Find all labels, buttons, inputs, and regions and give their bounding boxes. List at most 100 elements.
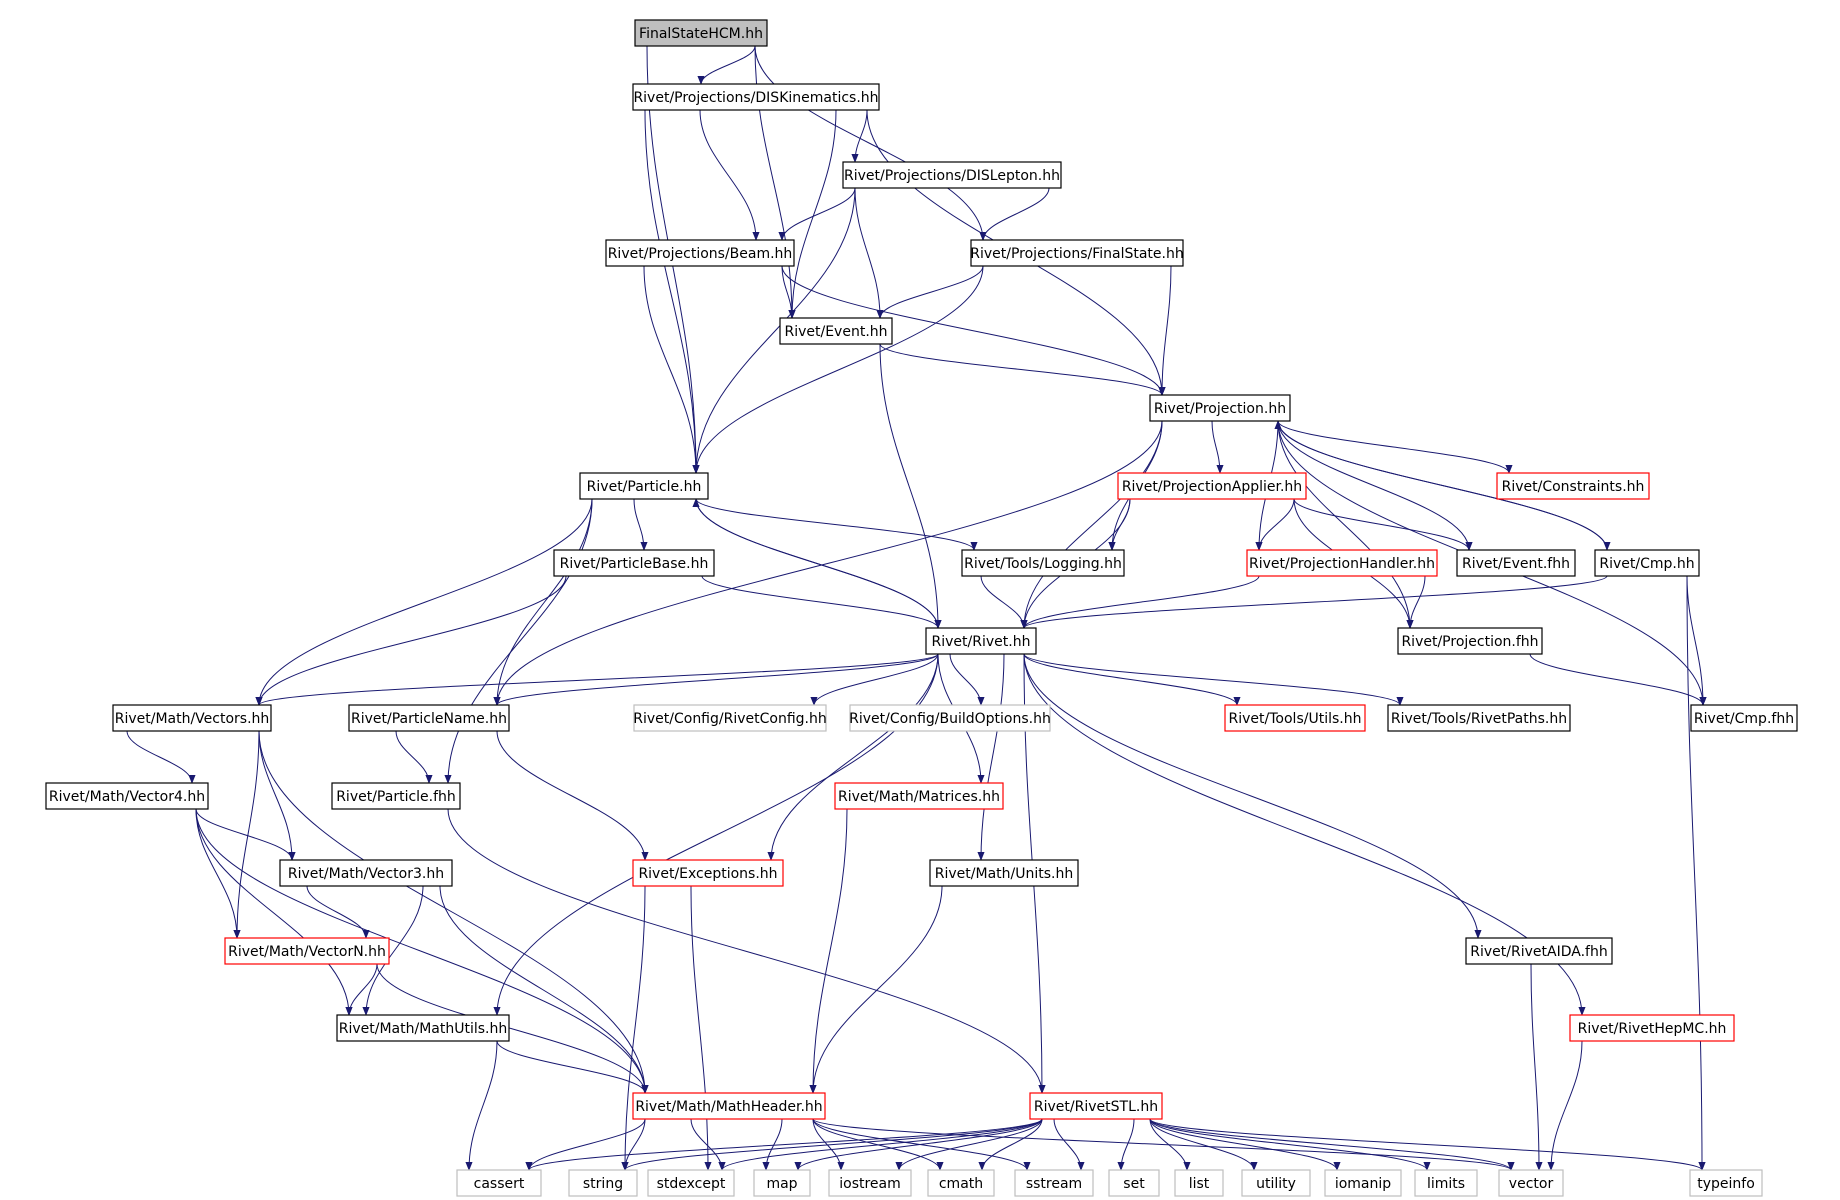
edge-Event-to-Rivet xyxy=(879,343,942,629)
node-Beam[interactable]: Rivet/Projections/Beam.hh xyxy=(605,239,795,267)
node-Logging[interactable]: Rivet/Tools/Logging.hh xyxy=(961,549,1125,577)
node-ProjectionApplier[interactable]: Rivet/ProjectionApplier.hh xyxy=(1117,472,1307,500)
node-label: limits xyxy=(1427,1176,1465,1192)
node-box xyxy=(925,627,1037,655)
node-Rivet[interactable]: Rivet/Rivet.hh xyxy=(925,627,1037,655)
node-cassert: cassert xyxy=(456,1169,542,1197)
node-box xyxy=(224,937,390,965)
node-box xyxy=(929,859,1079,887)
edge-ProjectionFhh-to-CmpFhh xyxy=(1529,653,1707,706)
node-RivetPaths[interactable]: Rivet/Tools/RivetPaths.hh xyxy=(1387,704,1571,732)
edge-Rivet-to-Exceptions xyxy=(767,653,939,861)
edge-MathHeader-to-cmath xyxy=(812,1118,944,1171)
node-Utils[interactable]: Rivet/Tools/Utils.hh xyxy=(1224,704,1366,732)
node-box xyxy=(331,782,461,810)
node-label: Rivet/Projection.fhh xyxy=(1401,634,1538,650)
node-label: Rivet/Math/Matrices.hh xyxy=(838,789,1000,805)
edge-Projection-to-ParticleName xyxy=(493,420,1163,706)
node-DISKinematics[interactable]: Rivet/Projections/DISKinematics.hh xyxy=(632,83,880,111)
edge-RivetSTL-to-vector xyxy=(1149,1118,1515,1171)
node-box xyxy=(1456,549,1576,577)
edge-Units-to-MathHeader xyxy=(809,885,943,1094)
node-RivetAIDA[interactable]: Rivet/RivetAIDA.fhh xyxy=(1465,937,1613,965)
node-VectorN[interactable]: Rivet/Math/VectorN.hh xyxy=(224,937,390,965)
node-CmpFhh[interactable]: Rivet/Cmp.fhh xyxy=(1690,704,1798,732)
edge-Exceptions-to-stdexcept xyxy=(690,885,712,1171)
edge-Rivet-to-Particle xyxy=(692,498,939,629)
edge-RivetSTL-to-iomanip xyxy=(1149,1118,1341,1171)
node-Vectors[interactable]: Rivet/Math/Vectors.hh xyxy=(112,704,272,732)
node-ParticleFhh[interactable]: Rivet/Particle.fhh xyxy=(331,782,461,810)
edge-MathHeader-to-stdexcept xyxy=(690,1118,726,1171)
edge-Vector4-to-Vector3 xyxy=(195,808,296,861)
edge-RivetSTL-to-sstream xyxy=(1053,1118,1085,1171)
node-Cmp[interactable]: Rivet/Cmp.hh xyxy=(1594,549,1700,577)
node-box xyxy=(842,161,1062,189)
node-box xyxy=(112,704,272,732)
node-iomanip: iomanip xyxy=(1324,1169,1402,1197)
node-FinalState[interactable]: Rivet/Projections/FinalState.hh xyxy=(970,239,1184,267)
node-label: Rivet/Constraints.hh xyxy=(1502,479,1645,495)
edge-VectorN-to-MathUtils xyxy=(345,963,378,1016)
node-DISLepton[interactable]: Rivet/Projections/DISLepton.hh xyxy=(842,161,1062,189)
edge-Rivet-to-Utils xyxy=(1023,653,1241,706)
edge-FinalState-to-Particle xyxy=(692,265,984,474)
edge-Projection-to-ProjectionFhh xyxy=(1277,420,1414,629)
node-RivetConfig: Rivet/Config/RivetConfig.hh xyxy=(633,704,827,732)
edge-ProjectionHandler-to-ProjectionFhh xyxy=(1406,575,1426,629)
node-label: Rivet/RivetSTL.hh xyxy=(1034,1099,1158,1115)
node-string: string xyxy=(568,1169,638,1197)
node-Particle[interactable]: Rivet/Particle.hh xyxy=(579,472,709,500)
node-FinalStateHCM[interactable]: FinalStateHCM.hh xyxy=(634,19,768,47)
node-box xyxy=(849,704,1051,732)
node-label: Rivet/Tools/Utils.hh xyxy=(1229,711,1362,727)
node-Matrices[interactable]: Rivet/Math/Matrices.hh xyxy=(834,782,1004,810)
node-Units[interactable]: Rivet/Math/Units.hh xyxy=(929,859,1079,887)
node-Event[interactable]: Rivet/Event.hh xyxy=(779,317,893,345)
edge-Matrices-to-MathHeader xyxy=(809,808,848,1094)
node-box xyxy=(1594,549,1700,577)
edge-DISKinematics-to-Particle xyxy=(644,109,700,474)
node-box xyxy=(1324,1169,1402,1197)
node-EventFhh[interactable]: Rivet/Event.fhh xyxy=(1456,549,1576,577)
node-MathUtils[interactable]: Rivet/Math/MathUtils.hh xyxy=(336,1014,510,1042)
node-box xyxy=(1224,704,1366,732)
edge-DISLepton-to-Beam xyxy=(778,187,856,241)
node-ProjectionHandler[interactable]: Rivet/ProjectionHandler.hh xyxy=(1246,549,1438,577)
edge-ParticleBase-to-Rivet xyxy=(701,575,942,629)
edge-Vector4-to-MathHeader xyxy=(195,808,649,1094)
node-box xyxy=(753,1169,811,1197)
node-box xyxy=(1465,937,1613,965)
node-label: Rivet/Math/MathUtils.hh xyxy=(339,1021,508,1037)
node-box xyxy=(1241,1169,1311,1197)
node-cmath: cmath xyxy=(927,1169,995,1197)
node-RivetSTL[interactable]: Rivet/RivetSTL.hh xyxy=(1029,1092,1163,1120)
node-Vector4[interactable]: Rivet/Math/Vector4.hh xyxy=(45,782,209,810)
node-Exceptions[interactable]: Rivet/Exceptions.hh xyxy=(632,859,784,887)
node-box xyxy=(336,1014,510,1042)
node-label: Rivet/Projections/FinalState.hh xyxy=(970,246,1183,262)
node-iostream: iostream xyxy=(828,1169,912,1197)
edge-Particle-to-ParticleFhh xyxy=(444,498,593,784)
node-ProjectionFhh[interactable]: Rivet/Projection.fhh xyxy=(1397,627,1543,655)
node-box xyxy=(1149,394,1291,422)
edge-Particle-to-ParticleName xyxy=(493,498,593,706)
edge-DISKinematics-to-DISLepton xyxy=(851,109,868,163)
edge-Rivet-to-ParticleName xyxy=(493,653,939,706)
node-label: Rivet/Math/Vector4.hh xyxy=(49,789,205,805)
node-label: Rivet/Math/Units.hh xyxy=(935,866,1073,882)
edge-Particle-to-Vectors xyxy=(255,498,593,706)
edge-Rivet-to-RivetPaths xyxy=(1023,653,1404,706)
node-label: Rivet/Particle.hh xyxy=(587,479,702,495)
node-Projection[interactable]: Rivet/Projection.hh xyxy=(1149,394,1291,422)
node-ParticleBase[interactable]: Rivet/ParticleBase.hh xyxy=(553,549,715,577)
node-RivetHepMC[interactable]: Rivet/RivetHepMC.hh xyxy=(1569,1014,1735,1042)
node-ParticleName[interactable]: Rivet/ParticleName.hh xyxy=(348,704,510,732)
node-Constraints[interactable]: Rivet/Constraints.hh xyxy=(1496,472,1650,500)
edge-Vector3-to-MathUtils xyxy=(362,885,424,1016)
node-label: FinalStateHCM.hh xyxy=(639,26,763,42)
edge-MathUtils-to-cassert xyxy=(465,1040,498,1171)
node-Vector3[interactable]: Rivet/Math/Vector3.hh xyxy=(279,859,453,887)
node-map: map xyxy=(753,1169,811,1197)
node-MathHeader[interactable]: Rivet/Math/MathHeader.hh xyxy=(632,1092,826,1120)
